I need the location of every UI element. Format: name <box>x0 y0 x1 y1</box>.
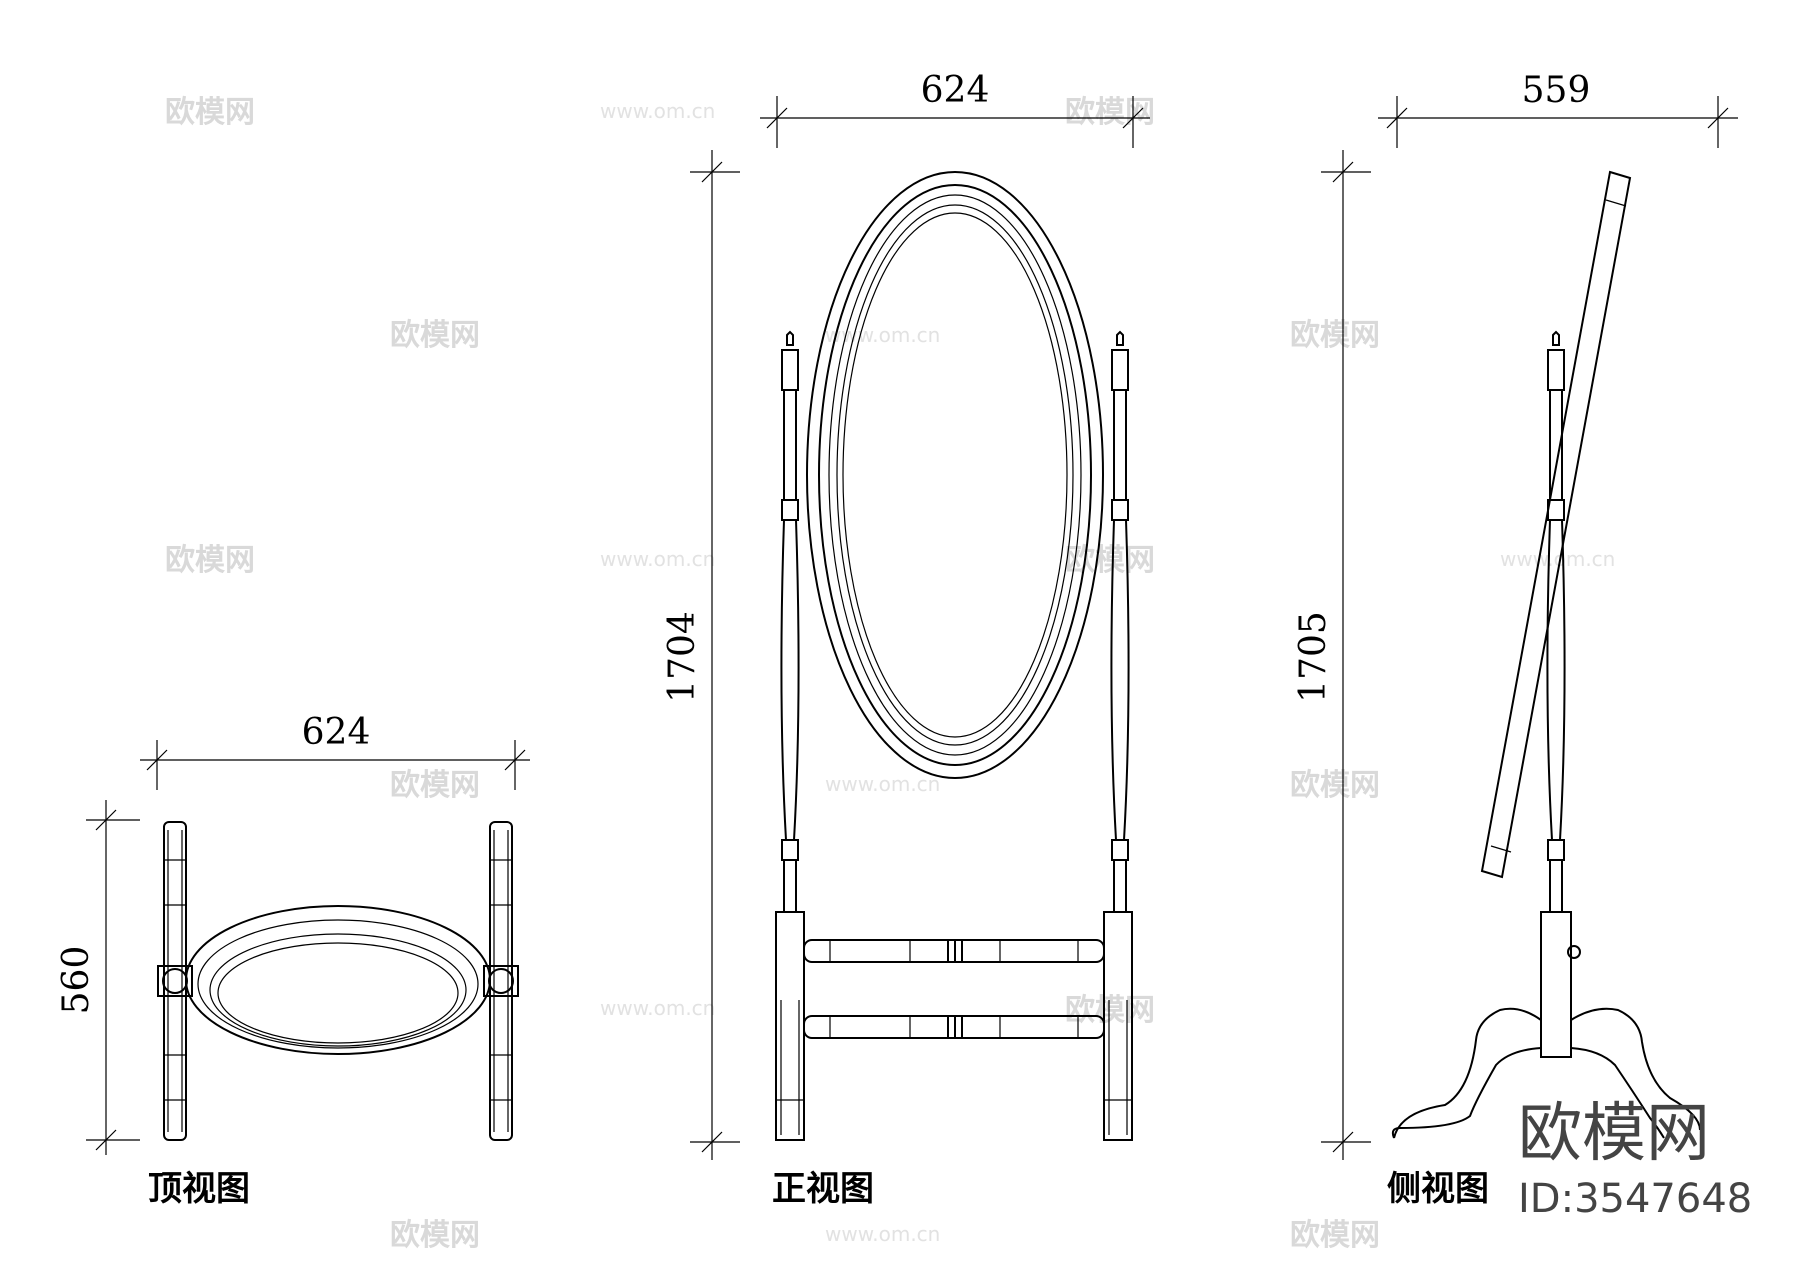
watermark-url: www.om.cn <box>825 323 940 347</box>
watermark-brand: 欧模网 <box>1065 993 1155 1028</box>
watermark-brand: 欧模网 <box>1065 543 1155 578</box>
watermark-url: www.om.cn <box>600 996 715 1020</box>
watermark-brand: 欧模网 <box>165 543 255 578</box>
top-width-label: 624 <box>302 712 371 753</box>
watermark-url: www.om.cn <box>600 547 715 571</box>
brand-logo-text: 欧模网 <box>1518 1097 1710 1171</box>
watermark-brand: 欧模网 <box>1290 768 1380 803</box>
side-height-label: 1705 <box>1293 611 1334 703</box>
watermark-url: www.om.cn <box>600 99 715 123</box>
top-depth-label: 560 <box>56 946 97 1015</box>
side-view-label: 侧视图 <box>1387 1169 1489 1209</box>
watermark-brand: 欧模网 <box>390 768 480 803</box>
front-height-label: 1704 <box>662 611 703 703</box>
top-width-dimension: 624 <box>140 712 530 790</box>
brand-block: 欧模网 ID:3547648 <box>1518 1097 1752 1222</box>
watermark-url: www.om.cn <box>825 772 940 796</box>
watermark-brand: 欧模网 <box>1290 318 1380 353</box>
front-width-dimension: 624 <box>760 70 1150 148</box>
watermark-brand: 欧模网 <box>1290 1218 1380 1253</box>
watermark-layer: 欧模网 www.om.cn 欧模网 欧模网 www.om.cn 欧模网 欧模网 … <box>165 95 1615 1253</box>
front-width-label: 624 <box>921 70 990 111</box>
top-view-label: 顶视图 <box>148 1169 250 1209</box>
top-view: 624 560 顶视 <box>56 712 530 1209</box>
watermark-url: www.om.cn <box>825 1222 940 1246</box>
front-view: 624 1704 <box>662 70 1150 1209</box>
watermark-brand: 欧模网 <box>1065 95 1155 130</box>
watermark-brand: 欧模网 <box>390 1218 480 1253</box>
watermark-url: www.om.cn <box>1500 547 1615 571</box>
front-height-dimension: 1704 <box>662 150 740 1160</box>
watermark-brand: 欧模网 <box>390 318 480 353</box>
watermark-brand: 欧模网 <box>165 95 255 130</box>
top-depth-dimension: 560 <box>56 800 140 1155</box>
side-height-dimension: 1705 <box>1293 150 1371 1160</box>
side-width-label: 559 <box>1522 70 1591 111</box>
brand-id-text: ID:3547648 <box>1518 1176 1752 1222</box>
side-width-dimension: 559 <box>1378 70 1738 148</box>
side-view: 559 1705 侧视图 <box>1293 70 1738 1209</box>
front-view-label: 正视图 <box>772 1169 874 1209</box>
